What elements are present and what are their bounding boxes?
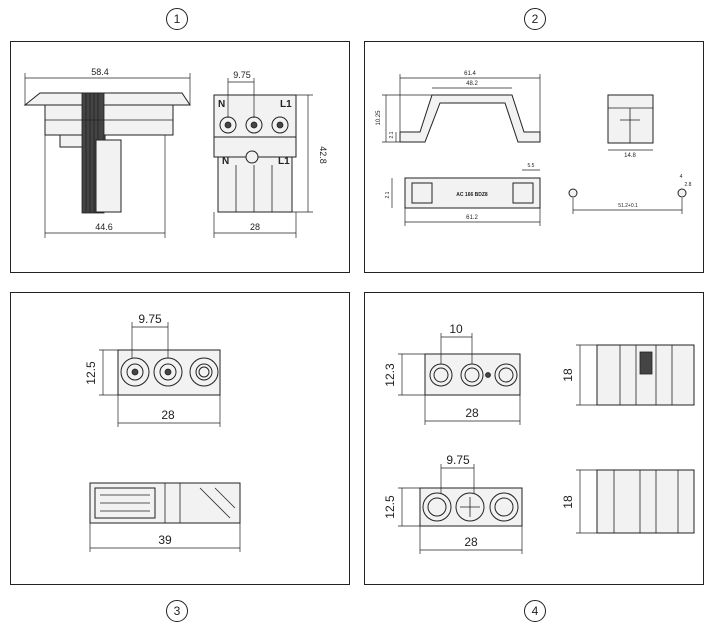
panel1-label-l1-bottom: L1 bbox=[278, 156, 290, 167]
panel2-dim-hole-span: 51.2+0.1 bbox=[618, 203, 638, 209]
panel4-dim-side-top: 18 bbox=[561, 368, 575, 382]
panel2-dim-front-small: 5.5 bbox=[528, 163, 535, 169]
panel1-label-l1-top: L1 bbox=[280, 99, 292, 110]
panel4-dim-height-top: 12.3 bbox=[383, 363, 397, 387]
panel4-dim-width-top: 28 bbox=[465, 406, 479, 420]
panel2-dim-front-width: 61.2 bbox=[466, 215, 478, 221]
panel4-dim-pitch-bottom: 9.75 bbox=[446, 453, 470, 467]
panel4-dim-pitch-top: 10 bbox=[449, 322, 463, 336]
view-label-4: 4 bbox=[524, 600, 546, 622]
panel3-front-view: 9.75 12.5 28 bbox=[84, 312, 221, 427]
panel4-bottom-front-view: 9.75 12.5 28 bbox=[383, 453, 523, 554]
panel1-dim-pitch: 9.75 bbox=[233, 70, 251, 80]
panel-2 bbox=[364, 41, 704, 273]
view-label-1: 1 bbox=[166, 8, 188, 30]
panel2-hole-pattern: 51.2+0.1 4 2.8 bbox=[568, 174, 692, 214]
panel2-dim-left-height: 10.25 bbox=[376, 110, 382, 126]
panel3-dim-height: 12.5 bbox=[84, 361, 98, 385]
panel3-dim-width: 28 bbox=[161, 408, 175, 422]
panel1-label-n-bottom: N bbox=[222, 156, 229, 167]
panel2-dim-top-outer: 61.4 bbox=[464, 71, 476, 77]
panel2-top-view: 61.4 48.2 10.25 2.1 bbox=[376, 71, 541, 143]
panel3-side-view: 39 bbox=[89, 482, 241, 552]
panel4-dim-height-bottom: 12.5 bbox=[383, 495, 397, 519]
panel-3 bbox=[10, 292, 350, 585]
panel3-dim-length: 39 bbox=[158, 533, 172, 547]
panel1-front-view: N L1 N L1 9.75 42.8 28 bbox=[213, 70, 328, 238]
panel3-dim-pitch: 9.75 bbox=[138, 312, 162, 326]
panel2-dim-left-small: 2.1 bbox=[389, 131, 395, 138]
panel-4 bbox=[364, 292, 704, 585]
panel4-dim-side-bottom: 18 bbox=[561, 495, 575, 509]
panel1-dim-height: 42.8 bbox=[318, 146, 328, 164]
panel2-dim-hole-b: 2.8 bbox=[685, 182, 692, 188]
panel2-dim-side-width: 14.8 bbox=[624, 153, 636, 159]
panel4-top-front-view: 10 12.3 28 bbox=[383, 322, 521, 425]
panel4-top-side-view: 18 bbox=[561, 344, 695, 406]
panel1-side-view: 58.4 44.6 bbox=[23, 67, 191, 238]
view-label-3: 3 bbox=[166, 600, 188, 622]
panel1-dim-width: 28 bbox=[250, 222, 260, 232]
panel2-front-marking: AC 166 BDZ8 bbox=[456, 192, 488, 198]
panel2-dim-front-height: 2.1 bbox=[385, 191, 391, 198]
view-label-2: 2 bbox=[524, 8, 546, 30]
panel4-bottom-side-view: 18 bbox=[561, 469, 695, 534]
panel1-dim-top-width: 58.4 bbox=[91, 67, 109, 77]
panel2-front-view: AC 166 BDZ8 61.2 5.5 2.1 bbox=[385, 163, 541, 226]
panel1-label-n-top: N bbox=[218, 99, 225, 110]
panel4-dim-width-bottom: 28 bbox=[464, 535, 478, 549]
panel2-dim-top-inner: 48.2 bbox=[466, 81, 478, 87]
panel1-dim-bottom-width: 44.6 bbox=[95, 222, 113, 232]
panel2-side-view: 14.8 bbox=[607, 94, 654, 159]
panel2-dim-hole-a: 4 bbox=[680, 174, 683, 180]
